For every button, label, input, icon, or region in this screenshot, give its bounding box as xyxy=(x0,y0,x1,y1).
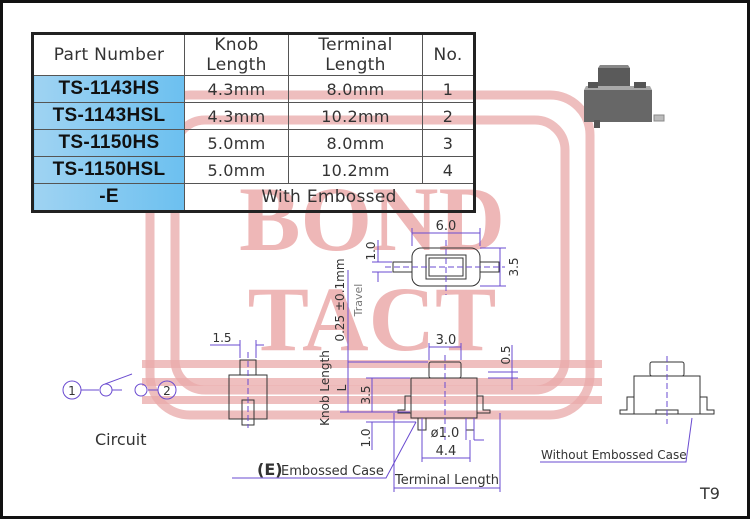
dim-knob-offset: 0.5 xyxy=(499,345,513,364)
page-code: T9 xyxy=(699,484,720,503)
part-spec-table: Part Number Knob Length Terminal Length … xyxy=(31,32,476,213)
part-number-cell: TS-1150HS xyxy=(32,129,185,157)
dim-top-width: 6.0 xyxy=(436,219,457,234)
header-terminal-length: Terminal Length xyxy=(288,33,423,76)
without-embossed-label: Without Embossed Case xyxy=(541,448,687,462)
table-row: TS-1150HS 5.0mm 8.0mm 3 xyxy=(32,129,475,157)
knob-length-cell: 4.3mm xyxy=(184,102,289,130)
dim-top-height: 3.5 xyxy=(507,257,521,276)
embossed-mark: (E) xyxy=(257,460,283,479)
part-number-cell: TS-1143HS xyxy=(32,75,185,103)
dim-knob-width: 3.0 xyxy=(436,333,457,348)
table-header-row: Part Number Knob Length Terminal Length … xyxy=(32,33,475,76)
switch-product-image xyxy=(584,65,665,128)
number-cell: 2 xyxy=(422,102,475,130)
dim-pin-diameter: ø1.0 xyxy=(431,426,460,441)
table-row: TS-1143HS 4.3mm 8.0mm 1 xyxy=(32,75,475,103)
suffix-description: With Embossed xyxy=(184,183,475,212)
terminal-length-cell: 8.0mm xyxy=(288,75,423,103)
knob-length-symbol: L xyxy=(335,384,349,391)
terminal-length-cell: 8.0mm xyxy=(288,129,423,157)
dim-pin-pitch: 4.4 xyxy=(436,444,457,459)
number-cell: 4 xyxy=(422,156,475,184)
header-no: No. xyxy=(422,33,475,76)
header-knob-length: Knob Length xyxy=(184,33,289,76)
circuit-node-1: 1 xyxy=(68,384,76,398)
terminal-length-label: Terminal Length xyxy=(394,473,499,488)
header-part-number: Part Number xyxy=(32,33,185,76)
embossed-case-label: Embossed Case xyxy=(281,464,384,479)
table-row: TS-1150HSL 5.0mm 10.2mm 4 xyxy=(32,156,475,184)
knob-length-cell: 5.0mm xyxy=(184,129,289,157)
dim-travel: 0.25 ±0.1mm xyxy=(333,258,347,341)
table-row-suffix: -E With Embossed xyxy=(32,183,475,212)
knob-length-label: Knob Length xyxy=(318,350,332,426)
suffix-cell: -E xyxy=(32,183,185,212)
dim-body-height: 3.5 xyxy=(359,385,373,404)
travel-label: Travel xyxy=(352,284,365,318)
dim-top-pin: 1.0 xyxy=(364,241,378,260)
dim-pin-height: 1.0 xyxy=(359,428,373,447)
circuit-node-2: 2 xyxy=(163,384,171,398)
number-cell: 1 xyxy=(422,75,475,103)
terminal-length-cell: 10.2mm xyxy=(288,156,423,184)
dim-side-pin: 1.5 xyxy=(212,331,231,345)
knob-length-cell: 4.3mm xyxy=(184,75,289,103)
circuit-label: Circuit xyxy=(95,430,147,449)
part-number-cell: TS-1143HSL xyxy=(32,102,185,130)
